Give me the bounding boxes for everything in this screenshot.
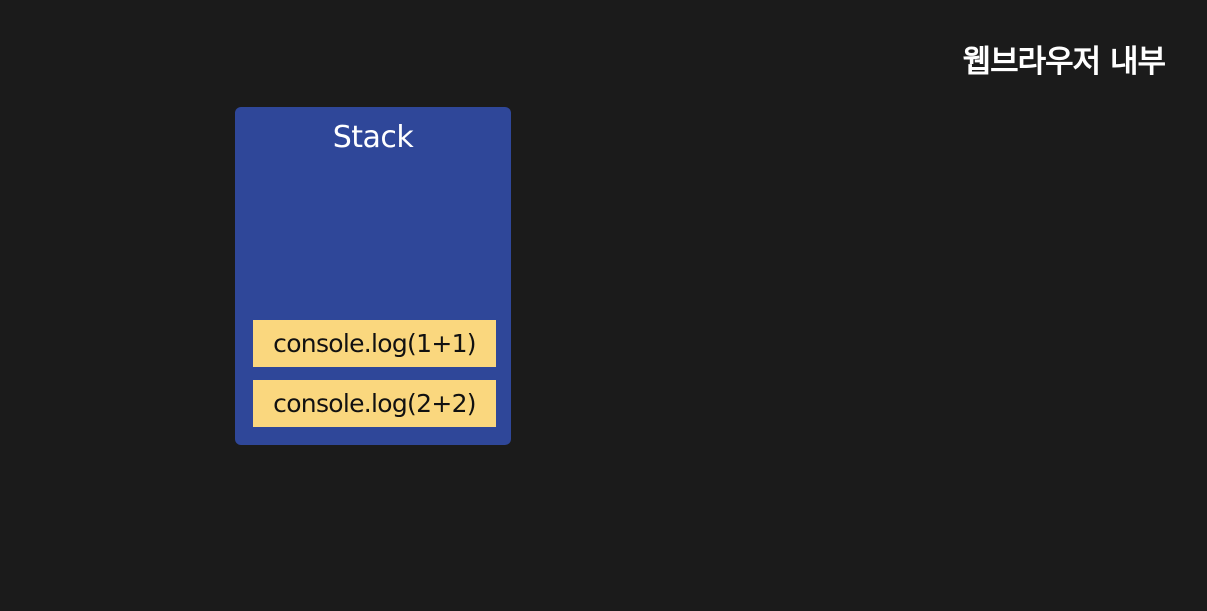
call-stack-title: Stack — [332, 120, 414, 155]
stack-frame-console-log-1: console.log(1+1) — [253, 320, 496, 367]
browser-internals-title: 웹브라우저 내부 — [962, 44, 1166, 80]
stack-frame-console-log-2: console.log(2+2) — [253, 380, 496, 427]
